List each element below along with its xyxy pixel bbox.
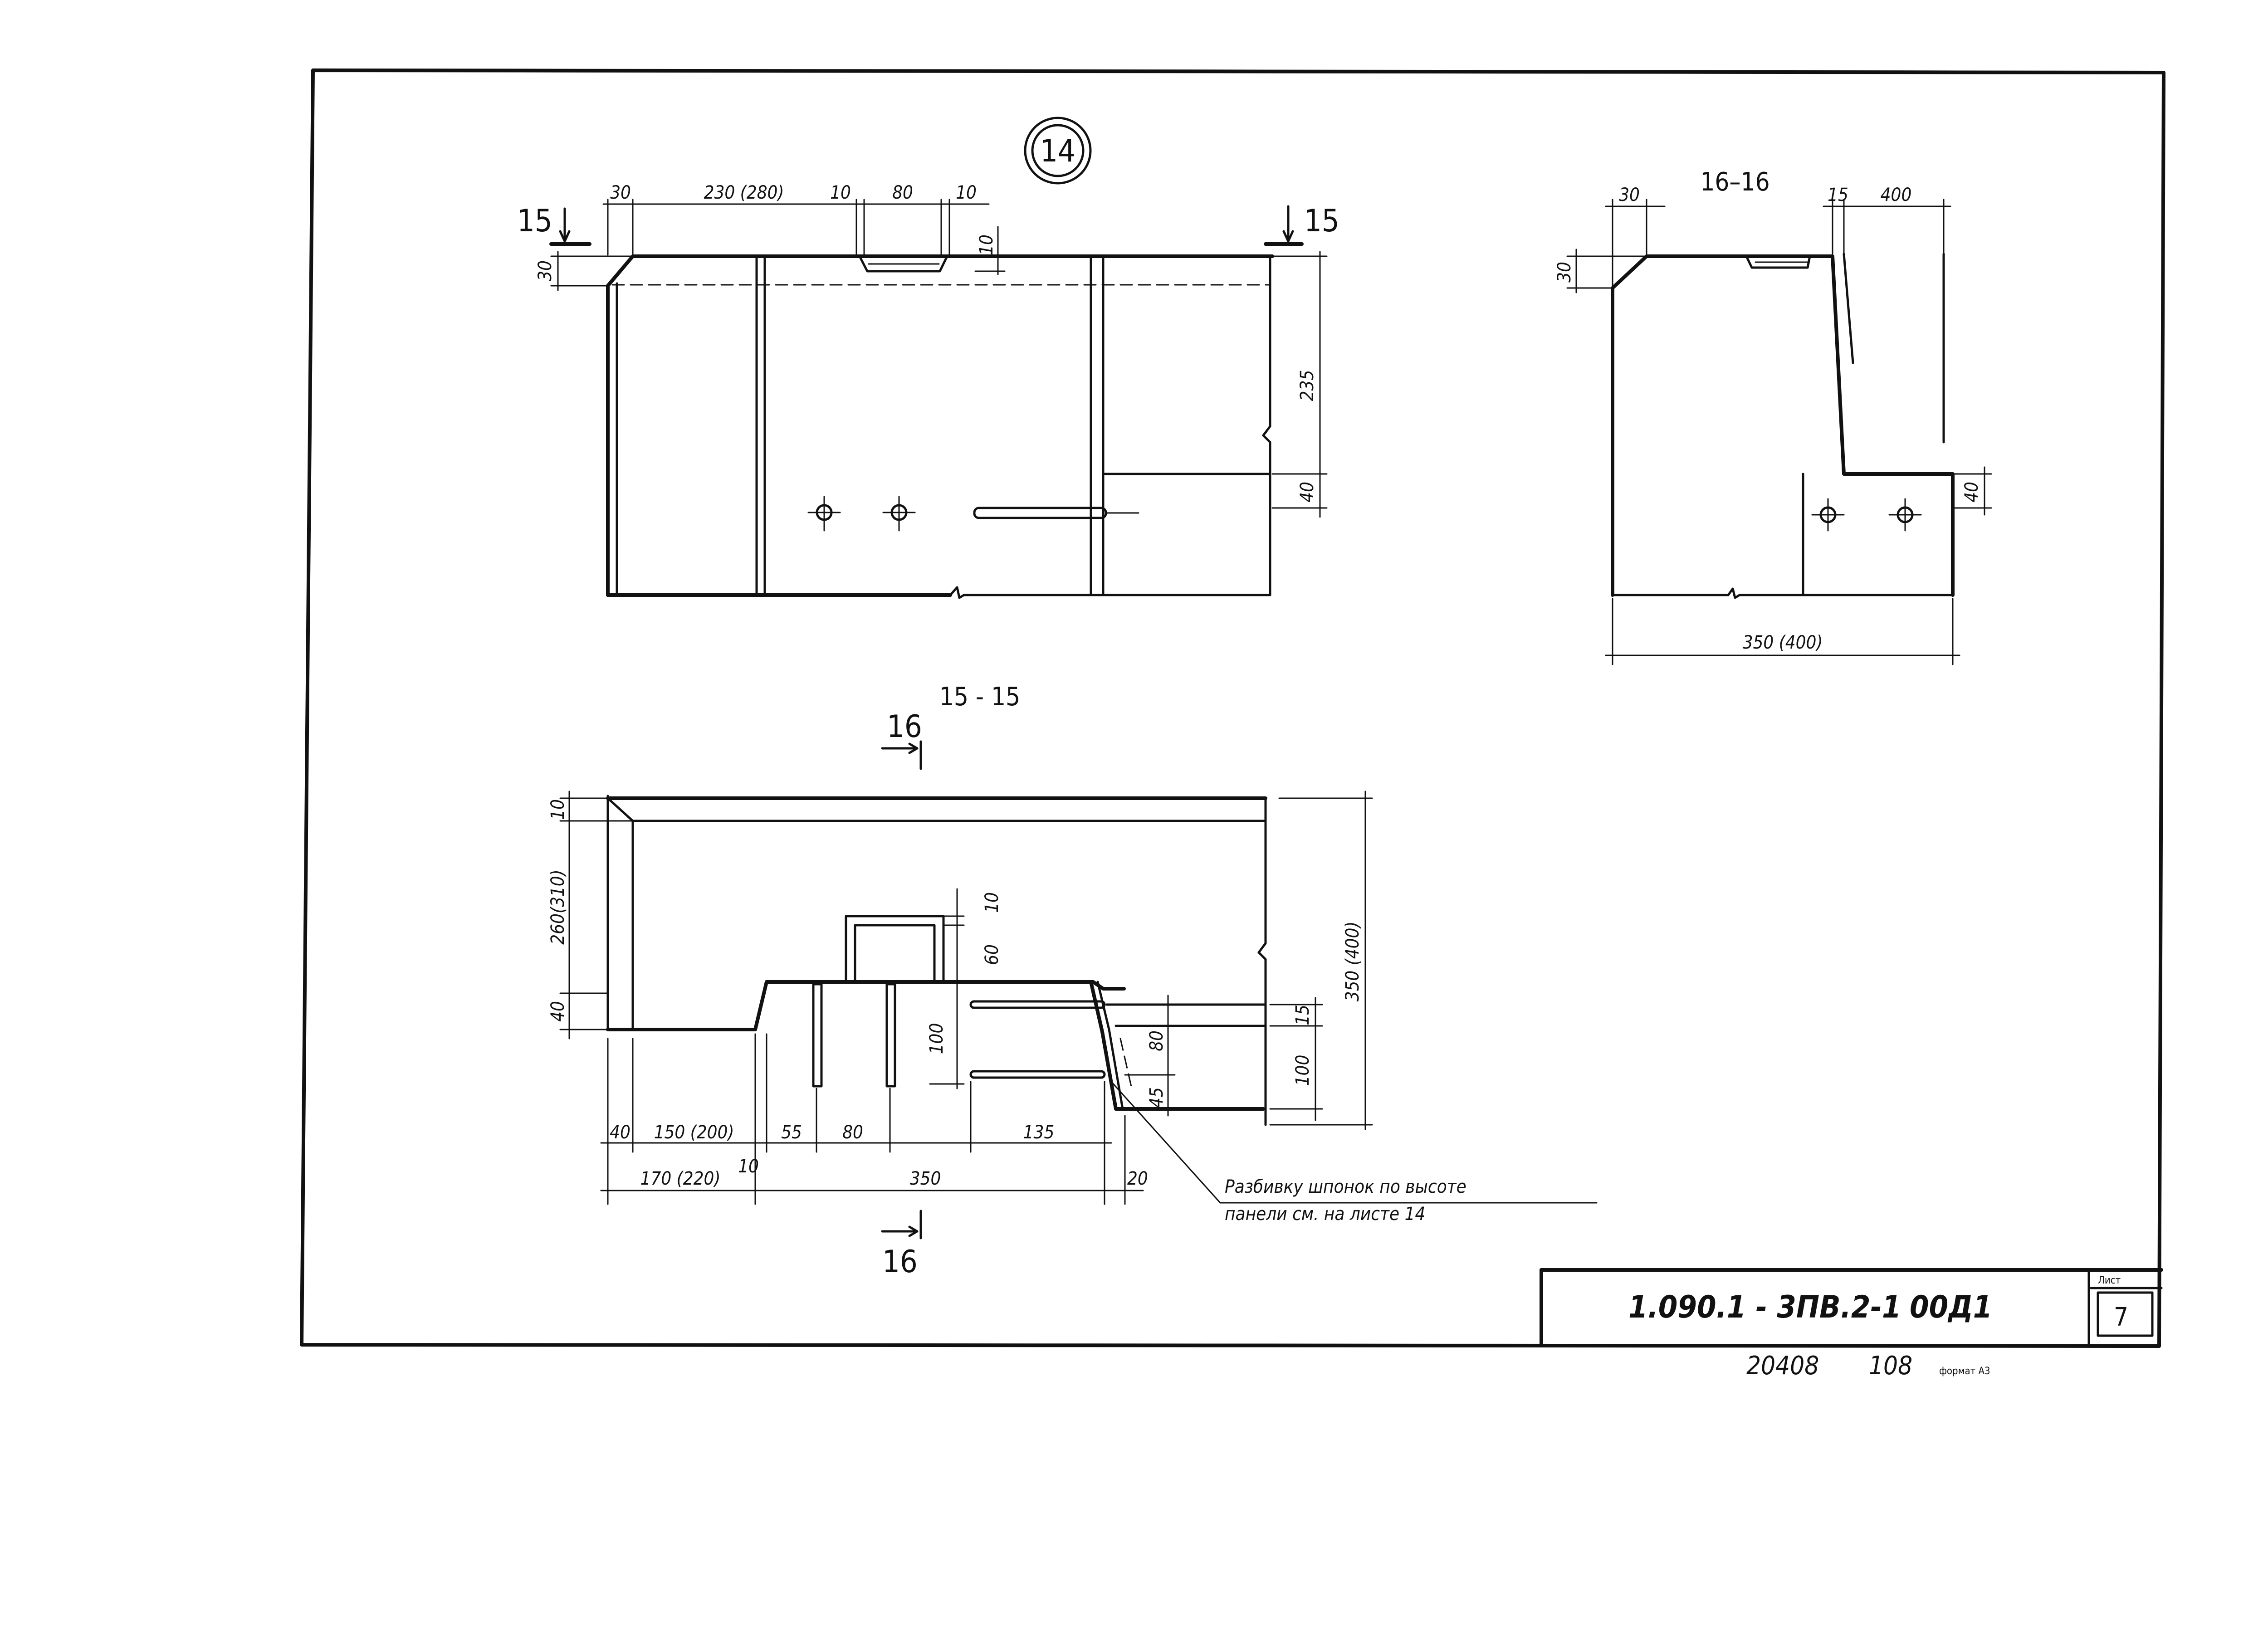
footer: 20408 108 формат А3 xyxy=(1746,1351,1990,1381)
title-block: 1.090.1 - 3ПВ.2-1 00Д1 Лист 7 xyxy=(1540,1268,2163,1347)
elevation-cut-mark-left: 15 xyxy=(517,203,552,239)
section-15-dim-20: 20 xyxy=(1127,1168,1148,1189)
note-line-2: панели см. на листе 14 xyxy=(1225,1204,1425,1225)
section-16-dim-30: 30 xyxy=(1619,185,1640,205)
section-15-title: 15 - 15 xyxy=(939,682,1020,712)
section-15-dim-100l: 100 xyxy=(926,1023,947,1054)
section-16-dim-40: 40 xyxy=(1961,482,1982,503)
section-15-dim-10v: 10 xyxy=(547,799,568,820)
title-block-sheet-label: Лист xyxy=(2098,1275,2121,1286)
detail-marker: 14 xyxy=(1024,117,1092,185)
elevation-dim-230: 230 (280) xyxy=(704,182,784,203)
detail-marker-number: 14 xyxy=(1040,133,1075,169)
section-15-dim-10t: 10 xyxy=(982,892,1002,913)
section-15-dim-60: 60 xyxy=(982,944,1002,965)
section-15-dim-15: 15 xyxy=(1292,1005,1313,1025)
elevation-dim-30: 30 xyxy=(610,182,631,203)
section-15-dim-170: 170 (220) xyxy=(640,1168,721,1189)
footer-page-number: 108 xyxy=(1869,1351,1912,1381)
section-16-title: 16–16 xyxy=(1700,167,1769,197)
section-15-dim-40h: 40 xyxy=(610,1122,631,1143)
section-16-view: 16–16 30 15 400 30 40 xyxy=(1554,167,1992,665)
section-16-dim-30v: 30 xyxy=(1554,262,1575,283)
elevation-dim-10b: 10 xyxy=(956,182,977,203)
section-15-dim-10h: 10 xyxy=(738,1156,759,1177)
section-15-dim-100r: 100 xyxy=(1292,1055,1313,1086)
title-block-sheet-number: 7 xyxy=(2114,1303,2128,1332)
sheet-frame xyxy=(300,68,2165,1348)
section-15-dim-135: 135 xyxy=(1023,1122,1055,1143)
elevation-view: 15 15 30 230 (280) 10 80 10 10 30 235 40 xyxy=(517,182,1339,599)
footer-format: формат А3 xyxy=(1939,1366,1990,1377)
elevation-cut-mark-right: 15 xyxy=(1304,203,1339,239)
note-line-1: Разбивку шпонок по высоте xyxy=(1225,1176,1466,1197)
section-15-dim-55: 55 xyxy=(781,1122,802,1143)
elevation-dim-235: 235 xyxy=(1297,370,1318,401)
section-15-cut-mark-top: 16 xyxy=(887,709,922,745)
section-15-dim-80v: 80 xyxy=(1146,1030,1167,1051)
section-15-dim-80h: 80 xyxy=(842,1122,863,1143)
section-16-dim-350: 350 (400) xyxy=(1743,632,1823,653)
section-15-view: 15 - 15 16 16 xyxy=(547,682,1598,1280)
section-15-dim-350v: 350 (400) xyxy=(1342,922,1363,1002)
section-16-dim-15: 15 xyxy=(1828,185,1848,205)
section-15-dim-150: 150 (200) xyxy=(654,1122,734,1143)
elevation-dim-10v: 10 xyxy=(976,234,997,255)
section-15-dim-260: 260(310) xyxy=(547,869,568,944)
section-15-dim-350h: 350 xyxy=(910,1168,941,1189)
elevation-dim-80: 80 xyxy=(892,182,913,203)
section-16-dim-400: 400 xyxy=(1881,185,1912,205)
section-15-dim-40v: 40 xyxy=(547,1001,568,1022)
section-15-cut-mark-bottom: 16 xyxy=(882,1244,918,1280)
elevation-dim-30v: 30 xyxy=(535,260,556,281)
title-block-doc: 00Д1 xyxy=(1910,1289,1992,1325)
elevation-dim-40: 40 xyxy=(1297,482,1318,503)
footer-inventory-number: 20408 xyxy=(1746,1351,1819,1381)
elevation-dim-10a: 10 xyxy=(830,182,851,203)
title-block-code: 1.090.1 - 3ПВ.2-1 xyxy=(1628,1289,1901,1325)
section-15-dim-45: 45 xyxy=(1146,1087,1167,1108)
